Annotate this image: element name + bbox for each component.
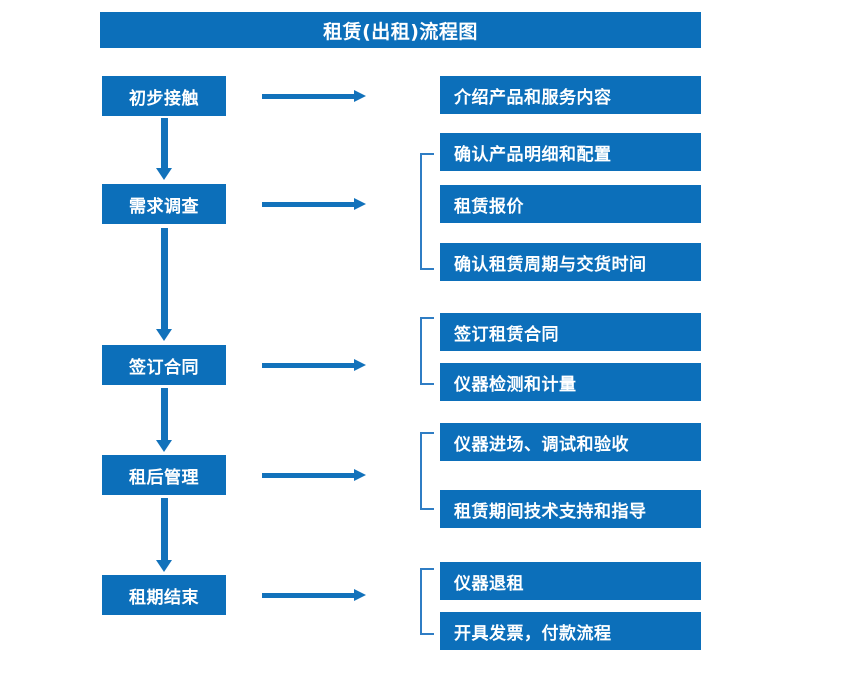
- group-bracket-1: [420, 153, 434, 270]
- group-bracket-3: [420, 432, 434, 510]
- detail-box-5[interactable]: 签订租赁合同: [440, 313, 701, 351]
- branch-arrow-right-1: [262, 89, 366, 103]
- stage-box-4[interactable]: 租后管理: [102, 455, 226, 495]
- stage-box-2[interactable]: 需求调查: [102, 184, 226, 224]
- flow-arrow-down-3: [156, 388, 172, 452]
- stage-box-5[interactable]: 租期结束: [102, 575, 226, 615]
- branch-arrow-right-3: [262, 358, 366, 372]
- chart-title: 租赁(出租)流程图: [100, 12, 701, 48]
- detail-box-4[interactable]: 确认租赁周期与交货时间: [440, 243, 701, 281]
- detail-box-3[interactable]: 租赁报价: [440, 185, 701, 223]
- detail-box-8[interactable]: 租赁期间技术支持和指导: [440, 490, 701, 528]
- detail-box-9[interactable]: 仪器退租: [440, 562, 701, 600]
- detail-box-10[interactable]: 开具发票，付款流程: [440, 612, 701, 650]
- detail-box-1[interactable]: 介绍产品和服务内容: [440, 76, 701, 114]
- branch-arrow-right-2: [262, 197, 366, 211]
- stage-box-1[interactable]: 初步接触: [102, 76, 226, 116]
- stage-box-3[interactable]: 签订合同: [102, 345, 226, 385]
- detail-box-6[interactable]: 仪器检测和计量: [440, 363, 701, 401]
- flow-arrow-down-1: [156, 118, 172, 180]
- flow-arrow-down-2: [156, 228, 172, 341]
- group-bracket-2: [420, 317, 434, 385]
- detail-box-7[interactable]: 仪器进场、调试和验收: [440, 423, 701, 461]
- flow-arrow-down-4: [156, 498, 172, 572]
- branch-arrow-right-4: [262, 468, 366, 482]
- detail-box-2[interactable]: 确认产品明细和配置: [440, 133, 701, 171]
- group-bracket-4: [420, 568, 434, 635]
- branch-arrow-right-5: [262, 588, 366, 602]
